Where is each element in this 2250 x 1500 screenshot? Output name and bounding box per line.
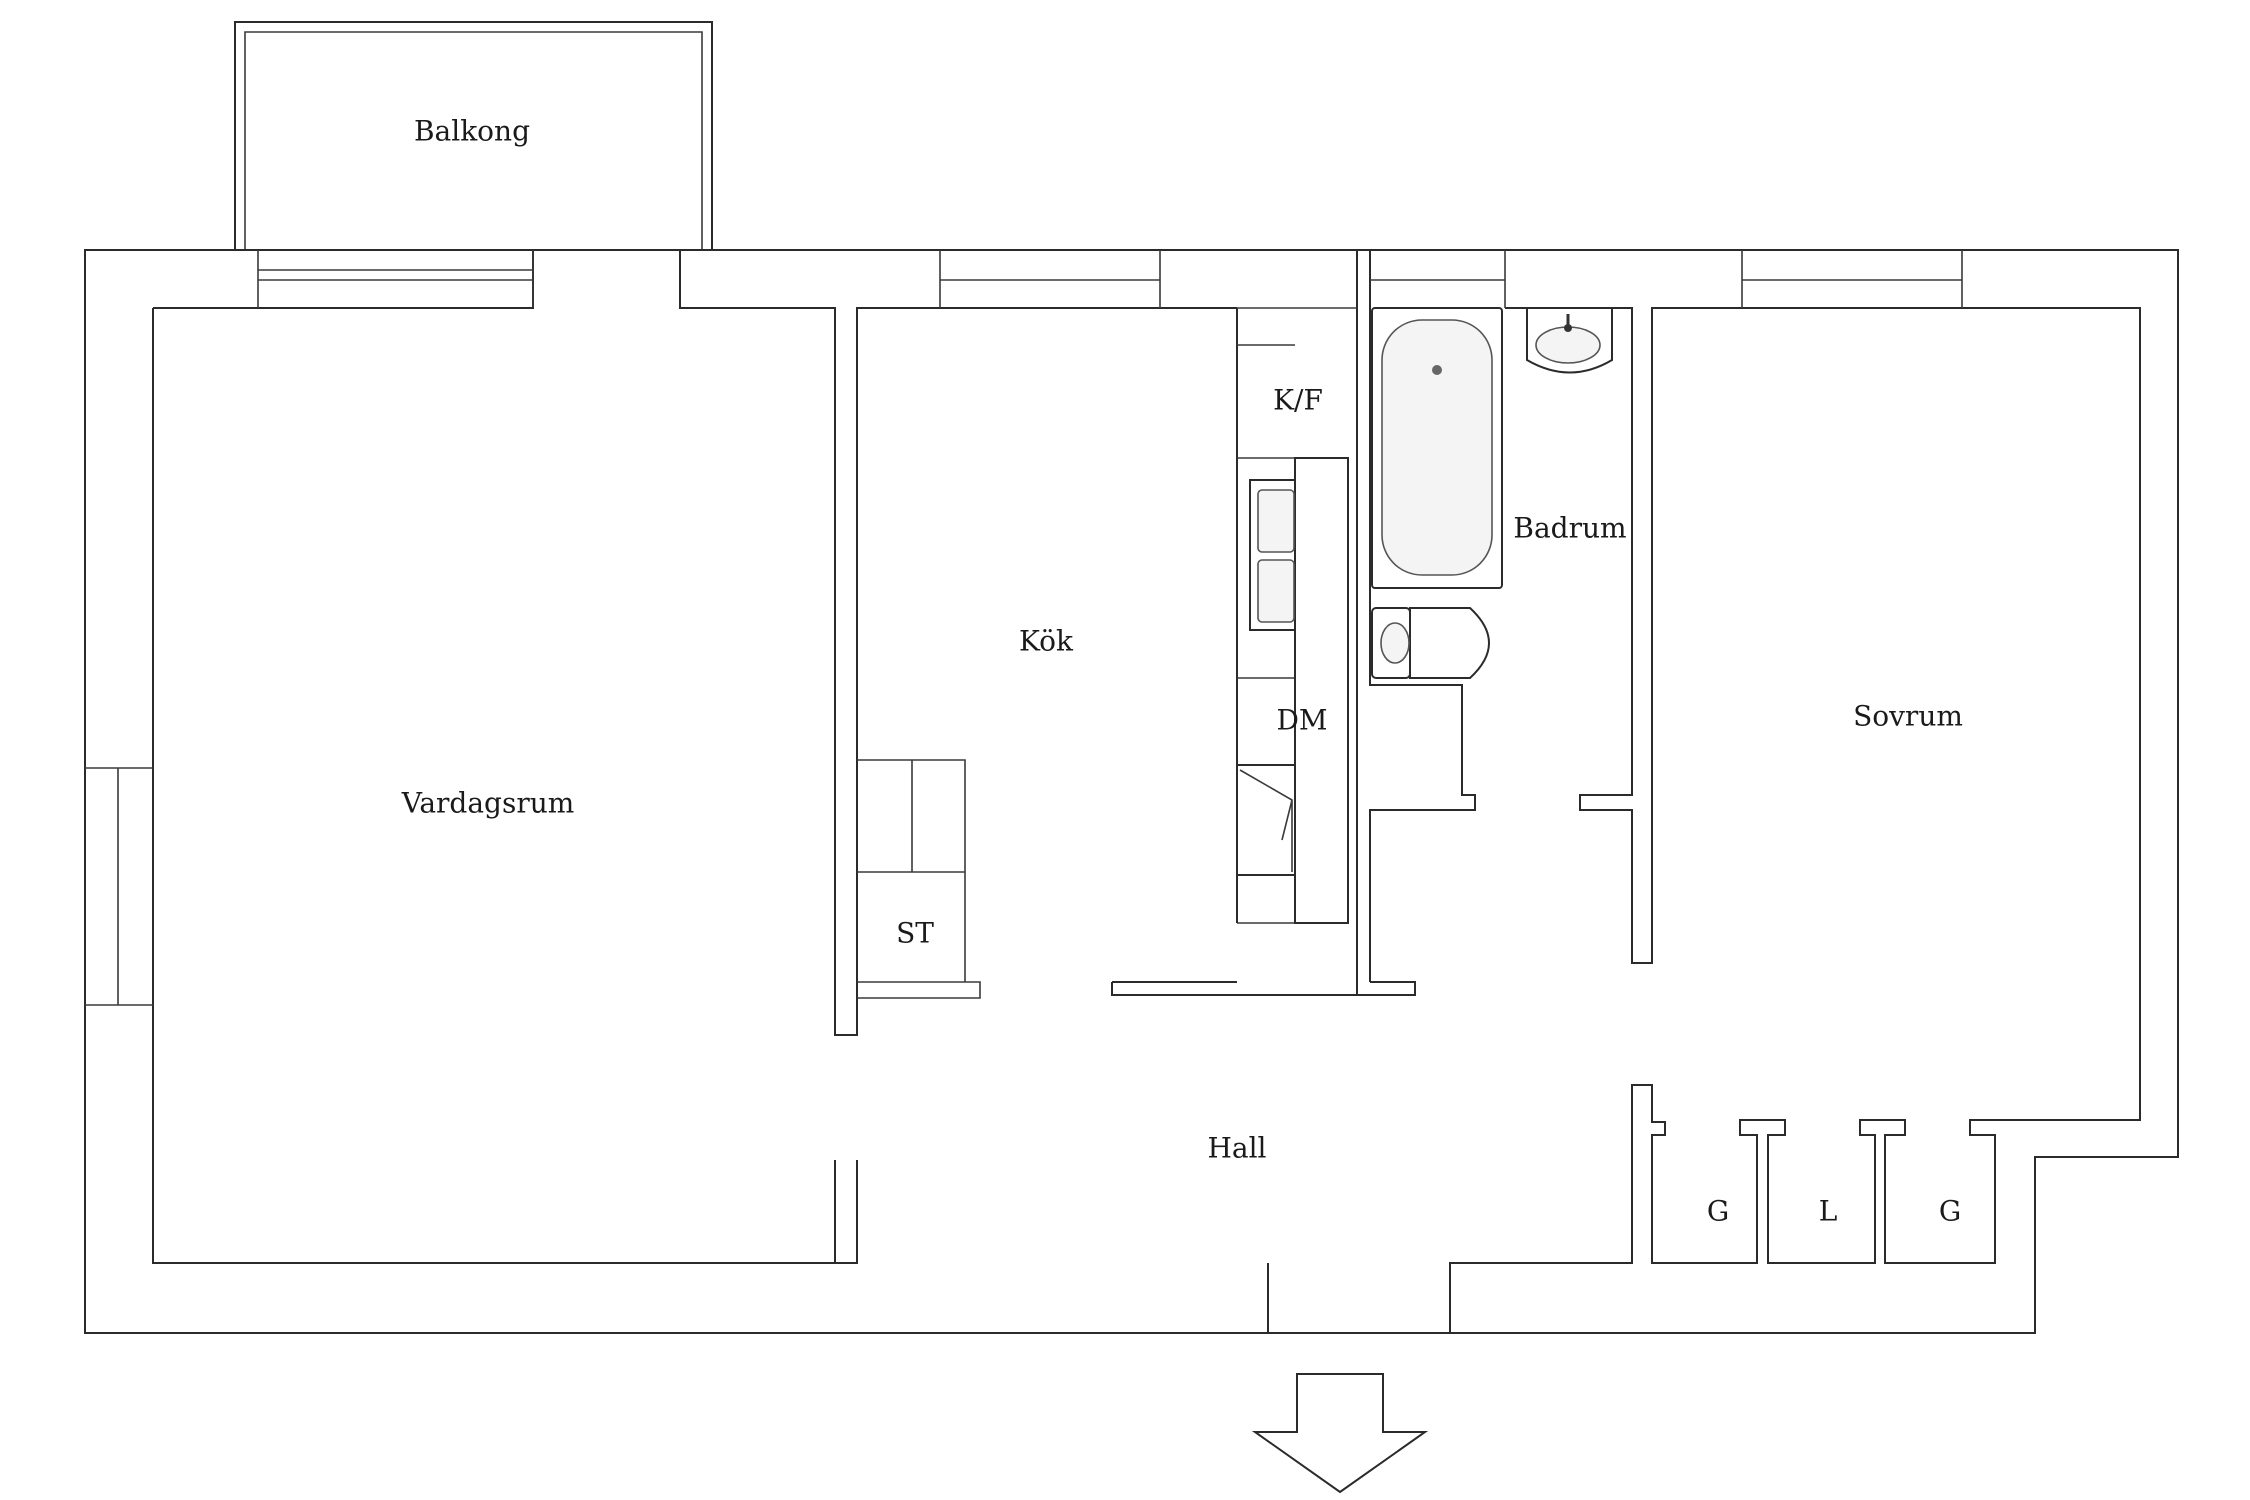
label-closet-l: L [1819, 1195, 1838, 1228]
bathroom-walls [1369, 250, 2141, 1333]
label-balkong: Balkong [414, 115, 530, 148]
kitchen-sink-icon [1249, 479, 1296, 631]
toilet-icon [1371, 607, 1490, 679]
label-sovrum: Sovrum [1853, 700, 1963, 733]
washbasin-icon [1526, 307, 1613, 374]
label-dm: DM [1276, 704, 1327, 737]
label-kf: K/F [1273, 384, 1323, 417]
label-kok: Kök [1019, 625, 1074, 658]
outer-wall [84, 249, 2179, 1334]
storage-st [857, 759, 981, 999]
living-room-window-left [85, 767, 153, 1006]
bedroom-window [1741, 250, 1963, 308]
kitchen-worktop [1294, 457, 1349, 924]
bathroom-window [1370, 250, 1506, 308]
kitchen-walls [856, 250, 1416, 998]
label-vardagsrum: Vardagsrum [401, 787, 575, 820]
label-hall: Hall [1207, 1132, 1266, 1165]
kitchen-window [939, 250, 1161, 308]
label-st: ST [896, 917, 934, 950]
dishwasher-icon [1236, 764, 1296, 876]
label-closet-g1: G [1707, 1195, 1729, 1228]
label-closet-g2: G [1939, 1195, 1961, 1228]
living-room-walls [152, 250, 858, 1264]
label-badrum: Badrum [1513, 512, 1626, 545]
bathtub-icon [1371, 307, 1503, 589]
entrance-arrow-icon [1251, 1373, 1429, 1494]
living-room-window-top [257, 250, 534, 308]
entrance-opening [1267, 1263, 1451, 1333]
balcony [234, 21, 713, 250]
